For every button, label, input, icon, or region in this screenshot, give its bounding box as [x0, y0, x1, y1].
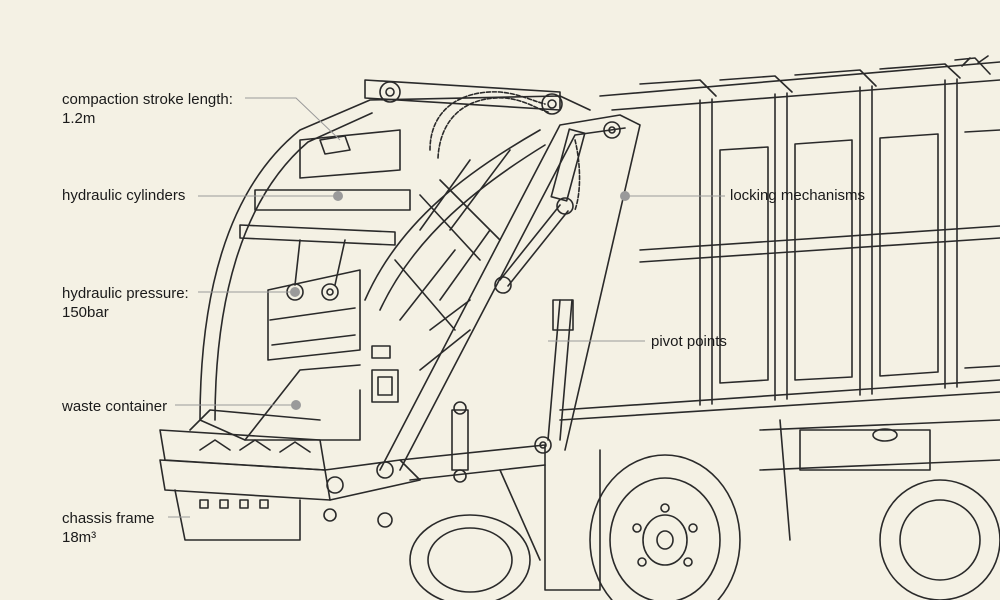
label-locking-mechanisms: locking mechanisms [730, 186, 865, 205]
far-wheel [879, 479, 1000, 600]
label-chassis-frame: chassis frame 18m³ [62, 509, 155, 547]
chassis-frame-value: 18m³ [62, 529, 97, 546]
locking-mechanisms-title: locking mechanisms [730, 187, 866, 204]
front-wheel [409, 514, 531, 600]
marker-hydraulic-pressure [290, 287, 300, 297]
lift-arm [364, 114, 641, 471]
chassis-frame-title: chassis frame [62, 510, 155, 527]
hydraulic-cylinders [429, 91, 586, 483]
leader-compaction [245, 97, 341, 141]
tailgate [199, 79, 591, 441]
label-pivot-points: pivot points [651, 332, 727, 351]
rear-wheel [589, 454, 741, 600]
label-compaction-stroke: compaction stroke length: 1.2m [62, 90, 233, 128]
chassis [159, 409, 1000, 591]
label-waste-container: waste container [62, 397, 167, 416]
hydraulic-pressure-title: hydraulic pressure: [62, 285, 189, 302]
label-hydraulic-cylinders: hydraulic cylinders [62, 186, 185, 205]
waste-container-title: waste container [62, 398, 168, 415]
pivot-points-title: pivot points [651, 333, 727, 350]
label-hydraulic-pressure: hydraulic pressure: 150bar [62, 284, 189, 322]
compaction-stroke-value: 1.2m [62, 110, 96, 127]
compaction-stroke-title: compaction stroke length: [62, 91, 233, 108]
marker-locking-mechanisms [620, 191, 630, 201]
hydraulic-pressure-value: 150bar [62, 304, 109, 321]
marker-waste-container [291, 400, 301, 410]
hydraulic-cylinders-title: hydraulic cylinders [62, 187, 186, 204]
container-body [559, 55, 1000, 421]
marker-hydraulic-cylinders [333, 191, 343, 201]
